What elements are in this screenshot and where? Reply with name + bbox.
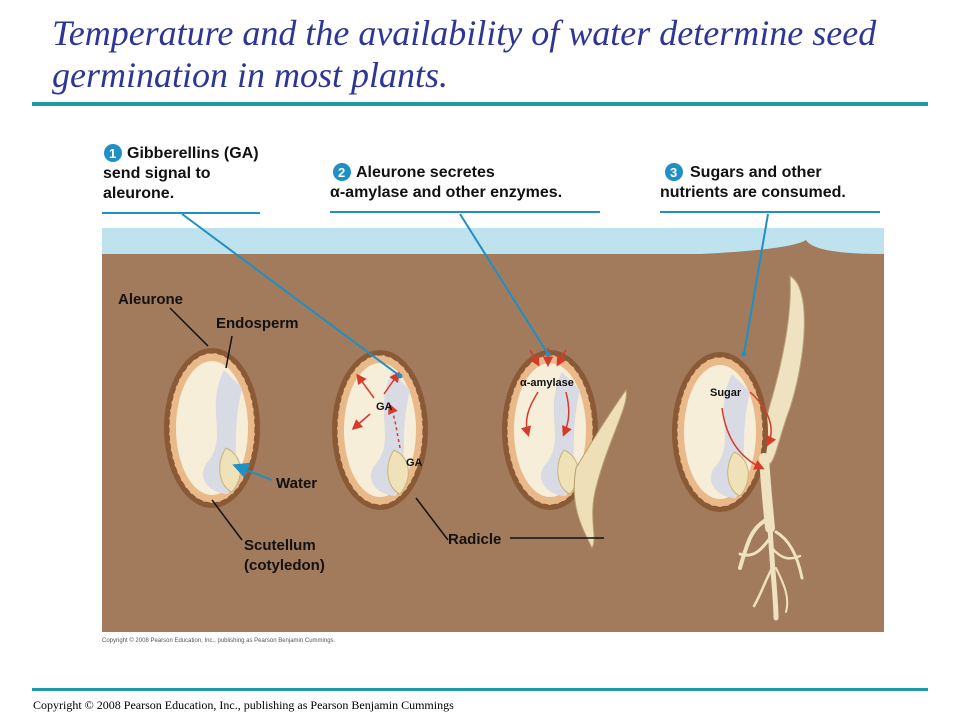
- footer-copyright: Copyright © 2008 Pearson Education, Inc.…: [33, 698, 454, 712]
- step-3-line2: nutrients are consumed.: [660, 184, 846, 201]
- slide-title: Temperature and the availability of wate…: [52, 13, 877, 95]
- label-radicle: Radicle: [448, 531, 501, 548]
- step-1-number: 1: [109, 146, 116, 161]
- label-ga-upper: GA: [376, 401, 393, 413]
- label-aleurone: Aleurone: [118, 291, 183, 308]
- germination-figure: 1 Gibberellins (GA) send signal to aleur…: [100, 128, 886, 648]
- title-divider: [32, 102, 928, 106]
- seedling-shoot: [763, 275, 805, 465]
- seed-ga-signal: [331, 349, 429, 511]
- step-3-number: 3: [670, 165, 677, 180]
- step-1-line1: Gibberellins (GA): [127, 145, 259, 162]
- label-scutellum: Scutellum: [244, 537, 316, 554]
- label-ga-lower: GA: [406, 457, 423, 469]
- label-sugar: Sugar: [710, 387, 742, 399]
- label-water: Water: [276, 475, 317, 492]
- step-3-line1: Sugars and other: [690, 164, 822, 181]
- step-2-callout: 2 Aleurone secretes α-amylase and other …: [330, 163, 600, 213]
- seed-sugar: [671, 351, 769, 513]
- label-amylase: α-amylase: [520, 377, 574, 389]
- step-1-line2: send signal to: [103, 165, 211, 182]
- step-1-line3: aleurone.: [103, 185, 174, 202]
- footer-divider: [32, 688, 928, 691]
- step-1-callout: 1 Gibberellins (GA) send signal to aleur…: [102, 144, 260, 214]
- step-3-callout: 3 Sugars and other nutrients are consume…: [660, 163, 880, 213]
- label-endosperm: Endosperm: [216, 315, 299, 332]
- figure-credit: Copyright © 2008 Pearson Education, Inc.…: [102, 637, 336, 644]
- step-2-line1: Aleurone secretes: [356, 164, 495, 181]
- label-cotyledon: (cotyledon): [244, 557, 325, 574]
- step-2-line2: α-amylase and other enzymes.: [330, 184, 562, 201]
- step-2-number: 2: [338, 165, 345, 180]
- seed-dry: [163, 347, 261, 509]
